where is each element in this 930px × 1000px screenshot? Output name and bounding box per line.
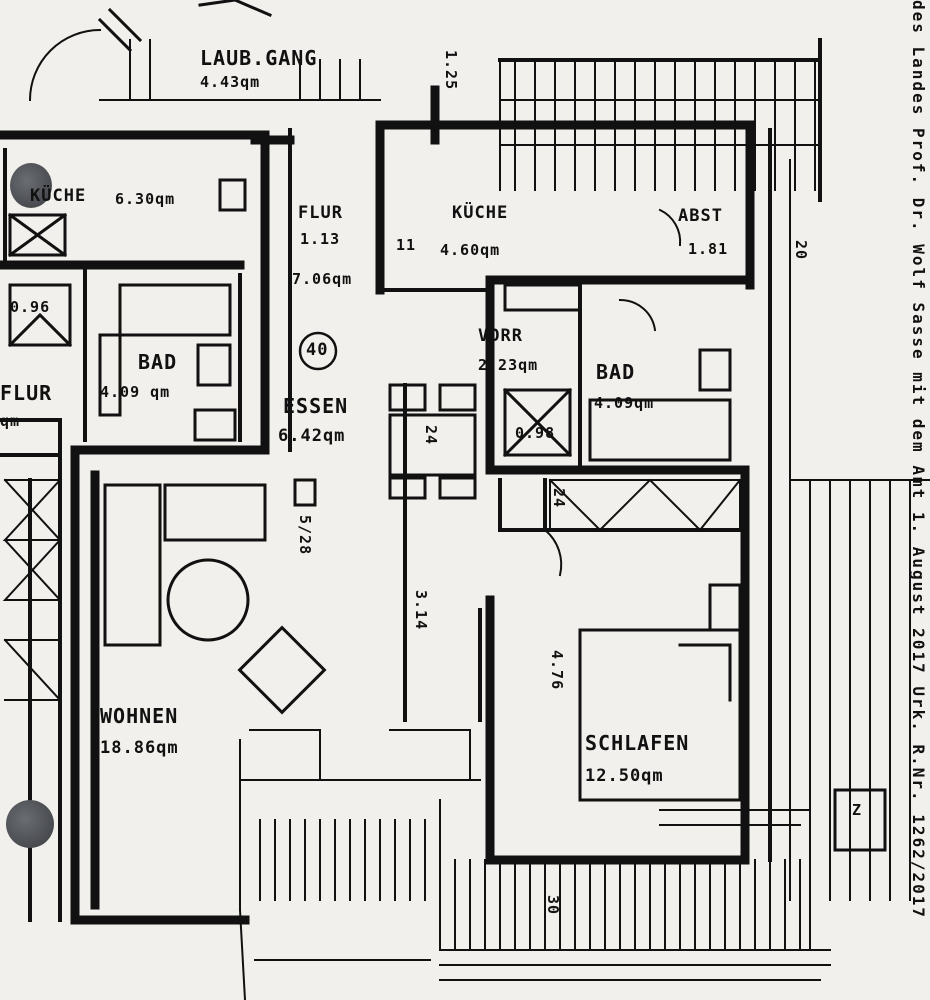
room-name-abst: ABST <box>678 206 723 226</box>
door-swings <box>28 28 682 577</box>
room-area-kueche-mid: 4.60qm <box>440 241 501 259</box>
dimension-1-25: 1.25 <box>442 50 460 91</box>
circle-number: 40 <box>306 340 329 360</box>
room-area-essen: 6.42qm <box>278 426 346 446</box>
dimension-24-table: 24 <box>422 425 440 446</box>
room-area-wohnen: 18.86qm <box>100 738 179 758</box>
exterior-walls <box>0 85 755 925</box>
room-area-flur-mid-2: 7.06qm <box>292 270 353 288</box>
room-name-essen: ESSEN <box>283 394 349 418</box>
dimension-0-96: 0.96 <box>10 298 51 316</box>
dimension-4-76: 4.76 <box>548 650 566 691</box>
room-name-kueche-left: KÜCHE <box>30 186 87 206</box>
room-name-bad-right: BAD <box>596 360 636 384</box>
hatching <box>2 39 930 1000</box>
room-name-kueche-mid: KÜCHE <box>452 203 509 223</box>
dimension-30: 30 <box>544 895 562 916</box>
room-name-flur-mid: FLUR <box>298 203 343 223</box>
room-area-laubgang: 4.43qm <box>200 73 261 91</box>
room-area-schlafen: 12.50qm <box>585 766 664 786</box>
room-area-flur-mid-1: 1.13 <box>300 230 341 248</box>
punch-hole-top <box>10 163 52 208</box>
room-name-flur-left: FLUR <box>0 381 53 405</box>
dimension-0-98: 0.98 <box>515 424 556 442</box>
room-name-schlafen: SCHLAFEN <box>585 731 690 755</box>
room-name-laubgang: LAUB.GANG <box>200 46 318 70</box>
furniture <box>7 178 887 852</box>
dimension-3-14: 3.14 <box>412 590 430 631</box>
room-area-flur-left: qm <box>0 412 21 430</box>
position-circle <box>298 331 338 371</box>
dimension-11: 11 <box>396 236 417 254</box>
stair-triangle <box>198 0 272 17</box>
room-area-bad-left: 4.09 qm <box>100 383 171 401</box>
room-area-vorr: 2.23qm <box>478 356 539 374</box>
room-name-bad-left: BAD <box>138 350 178 374</box>
room-area-bad-right: 4.09qm <box>594 394 655 412</box>
room-area-abst: 1.81 <box>688 240 729 258</box>
dimension-24-door: 24 <box>550 488 568 509</box>
stair-edge <box>97 7 143 53</box>
room-area-kueche-left: 6.30qm <box>115 190 176 208</box>
punch-hole-bottom <box>6 800 54 848</box>
interior-walls <box>0 38 822 922</box>
dimension-20: 20 <box>792 240 810 261</box>
stair-marker: Z <box>852 801 863 819</box>
margin-note: des Landes Prof. Dr. Wolf Sasse mit dem … <box>909 0 928 919</box>
room-name-vorr: VORR <box>478 326 523 346</box>
room-name-wohnen: WOHNEN <box>100 704 179 728</box>
stair-label: 5/28 <box>296 515 314 556</box>
